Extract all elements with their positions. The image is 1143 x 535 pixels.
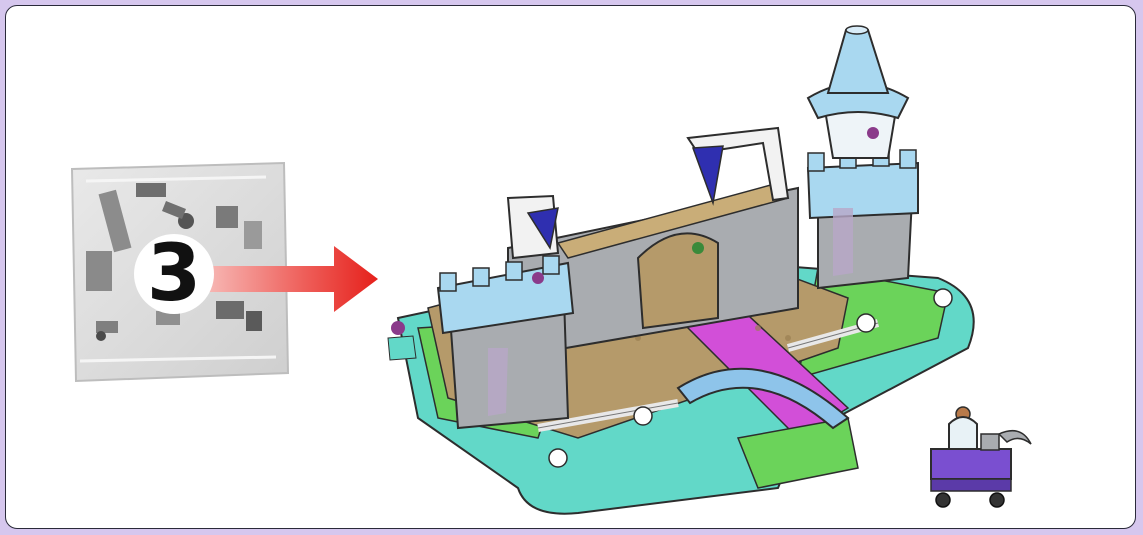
instruction-panel: 3 (5, 5, 1136, 529)
castle-model-illustration (378, 18, 978, 528)
right-arrow-icon (206, 244, 386, 314)
bag-number: 3 (134, 234, 214, 314)
cart-illustration (921, 404, 1041, 524)
